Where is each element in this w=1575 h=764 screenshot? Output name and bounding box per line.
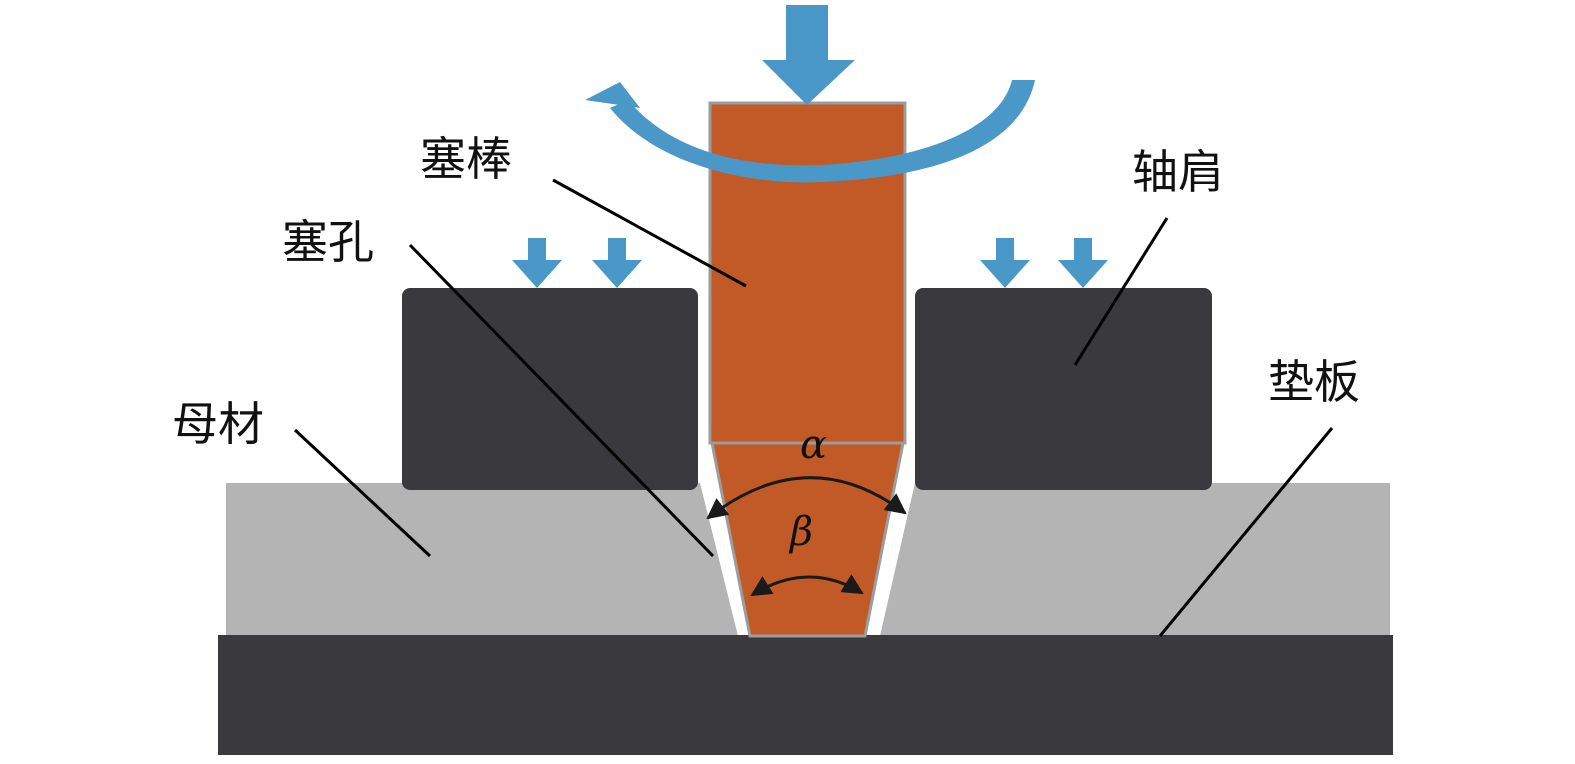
backing-plate <box>218 635 1393 755</box>
alpha-arc <box>706 476 907 520</box>
beta-arc <box>750 574 864 597</box>
alpha-label: α <box>800 422 827 468</box>
shoulder-leader <box>1073 217 1169 366</box>
rotation-arrow-icon <box>585 80 1035 183</box>
base-material-leader <box>293 428 432 558</box>
beta-label: β <box>788 509 813 555</box>
axial-force-arrow-icon <box>762 5 855 105</box>
shoulder-right <box>915 288 1212 490</box>
shoulder-label: 轴肩 <box>1132 145 1224 199</box>
backing-plate-label: 垫板 <box>1268 355 1360 409</box>
plug-rod-label: 塞棒 <box>420 132 512 186</box>
plug-rod-body <box>708 101 907 445</box>
plug-hole-leader <box>408 243 715 558</box>
plug-hole-label: 塞孔 <box>282 215 374 269</box>
base-material-label: 母材 <box>172 397 264 451</box>
backing-plate-leader <box>1158 427 1334 637</box>
down-arrow-icon <box>512 238 1108 288</box>
plug-rod-leader <box>552 178 747 288</box>
